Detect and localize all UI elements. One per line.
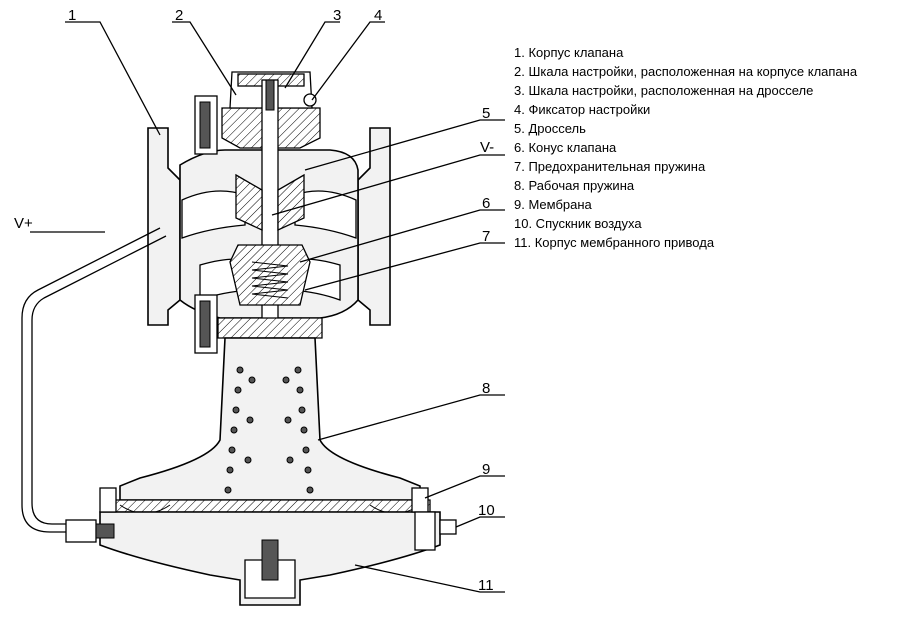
legend-item-10: 10. Спускник воздуха xyxy=(514,216,642,231)
legend-item-6: 6. Конус клапана xyxy=(514,140,617,155)
legend-item-7: 7. Предохранительная пружина xyxy=(514,159,706,174)
legend-item-8: 8. Рабочая пружина xyxy=(514,178,635,193)
leader-lines xyxy=(30,21,505,593)
callout-6: 6 xyxy=(482,195,490,212)
legend-item-9: 9. Мембрана xyxy=(514,197,593,212)
working-spring xyxy=(224,366,314,494)
callout-10: 10 xyxy=(478,502,495,519)
legend-item-1: 1. Корпус клапана xyxy=(514,45,624,60)
safety-spring xyxy=(251,261,289,299)
legend: 1. Корпус клапана 2. Шкала настройки, ра… xyxy=(514,45,858,250)
callout-7: 7 xyxy=(482,228,490,245)
callout-3: 3 xyxy=(333,7,341,24)
callout-vminus: V- xyxy=(480,139,494,156)
actuator xyxy=(65,337,457,606)
callout-4: 4 xyxy=(374,7,382,24)
callout-vplus: V+ xyxy=(14,215,33,232)
callout-2: 2 xyxy=(175,7,183,24)
callout-1: 1 xyxy=(68,7,76,24)
legend-item-3: 3. Шкала настройки, расположенная на дро… xyxy=(514,83,813,98)
legend-item-11: 11. Корпус мембранного привода xyxy=(514,235,715,250)
callout-11: 11 xyxy=(478,577,494,594)
legend-item-2: 2. Шкала настройки, расположенная на кор… xyxy=(514,64,858,79)
legend-item-5: 5. Дроссель xyxy=(514,121,586,136)
callout-8: 8 xyxy=(482,380,490,397)
legend-item-4: 4. Фиксатор настройки xyxy=(514,102,650,117)
callout-9: 9 xyxy=(482,461,490,478)
valve-body xyxy=(147,71,391,411)
callout-5: 5 xyxy=(482,105,490,122)
impulse-tube xyxy=(21,227,161,533)
